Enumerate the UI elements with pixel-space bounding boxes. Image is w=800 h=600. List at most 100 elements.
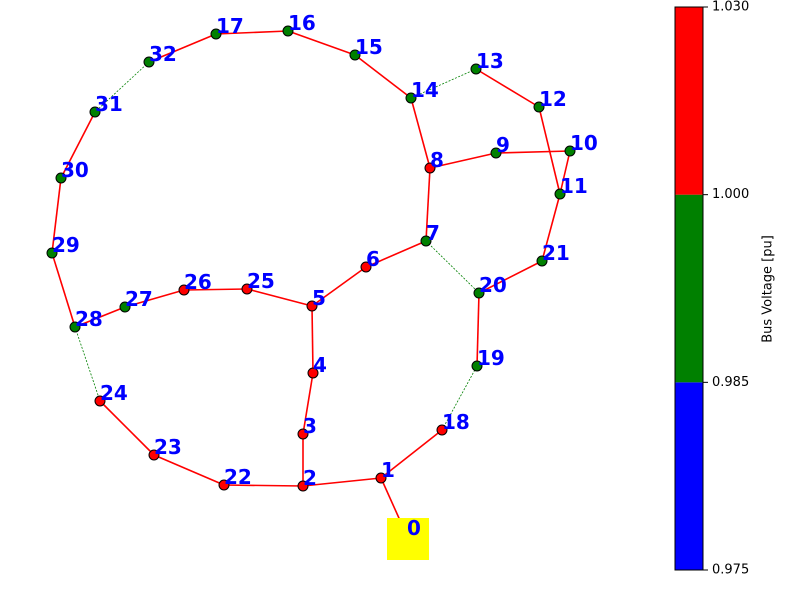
bus-label-10: 10	[570, 131, 598, 155]
bus-node-7	[420, 235, 432, 247]
bus-label-27: 27	[125, 287, 153, 311]
bus-label-15: 15	[355, 35, 383, 59]
edge-5-6	[311, 266, 367, 307]
bus-node-5	[306, 300, 318, 312]
bus-label-2: 2	[303, 466, 317, 490]
edge-31-30	[60, 111, 96, 179]
edge-19-20	[476, 292, 480, 367]
bus-node-24	[94, 395, 106, 407]
bus-label-32: 32	[149, 42, 177, 66]
bus-label-21: 21	[542, 241, 570, 265]
edge-17-32	[148, 33, 217, 63]
bus-node-10	[564, 145, 576, 157]
bus-label-22: 22	[224, 465, 252, 489]
bus-node-30	[55, 172, 67, 184]
bus-label-17: 17	[216, 14, 244, 38]
edge-23-22	[153, 454, 225, 486]
bus-node-21	[536, 255, 548, 267]
bus-node-4	[307, 367, 319, 379]
bus-label-8: 8	[430, 148, 444, 172]
edge-6-7	[365, 240, 427, 268]
bus-node-15	[349, 49, 361, 61]
edge-7-8	[425, 167, 431, 242]
bus-node-31	[89, 106, 101, 118]
bus-node-22	[218, 479, 230, 491]
edge-10-11	[559, 150, 571, 195]
bus-label-25: 25	[247, 269, 275, 293]
edge-32-31	[94, 61, 150, 113]
edge-14-15	[354, 54, 412, 99]
colorbar-tick-label-3: 1.030	[712, 0, 749, 15]
bus-node-3	[297, 428, 309, 440]
bus-node-17	[210, 28, 222, 40]
nodes-layer	[46, 25, 576, 492]
bus-node-26	[178, 284, 190, 296]
edge-28-24	[74, 326, 101, 402]
edge-28-27	[74, 306, 126, 328]
edge-14-8	[410, 97, 431, 169]
bus-node-6	[360, 261, 372, 273]
bus-label-24: 24	[100, 381, 128, 405]
bus-label-3: 3	[303, 414, 317, 438]
bus-label-11: 11	[560, 174, 588, 198]
colorbar-tick-label-0: 0.975	[712, 563, 749, 578]
bus-node-12	[533, 101, 545, 113]
bus-node-2	[297, 480, 309, 492]
colorbar-band-0	[675, 382, 703, 570]
bus-label-30: 30	[61, 158, 89, 182]
edge-13-14	[410, 68, 477, 99]
edges-layer	[51, 30, 571, 537]
bus-label-1: 1	[381, 458, 395, 482]
colorbar-frame	[674, 6, 704, 571]
bus-label-7: 7	[426, 221, 440, 245]
bus-label-9: 9	[496, 133, 510, 157]
edge-16-17	[215, 30, 289, 35]
bus-node-27	[119, 301, 131, 313]
bus-label-14: 14	[411, 78, 439, 102]
bus-label-18: 18	[442, 410, 470, 434]
edge-20-21	[478, 260, 543, 294]
bus-node-29	[46, 247, 58, 259]
source-layer	[387, 518, 429, 560]
bus-label-13: 13	[476, 49, 504, 73]
bus-label-26: 26	[184, 270, 212, 294]
edge-24-23	[99, 400, 155, 456]
bus-label-20: 20	[479, 273, 507, 297]
bus-label-0: 0	[407, 516, 421, 540]
colorbar-band-1	[675, 194, 703, 383]
edge-15-16	[287, 30, 356, 56]
edge-4-5	[311, 305, 314, 374]
edge-21-11	[541, 193, 561, 262]
bus-node-28	[69, 321, 81, 333]
bus-node-20	[473, 287, 485, 299]
bus-node-13	[470, 63, 482, 75]
edge-27-26	[124, 289, 185, 308]
colorbar-tick-label-1: 0.985	[712, 375, 749, 390]
bus-label-28: 28	[75, 307, 103, 331]
bus-label-29: 29	[52, 233, 80, 257]
colorbar-bands	[675, 7, 703, 570]
bus-node-8	[424, 162, 436, 174]
edge-9-10	[495, 150, 571, 154]
bus-label-12: 12	[539, 87, 567, 111]
bus-node-11	[554, 188, 566, 200]
bus-label-19: 19	[477, 346, 505, 370]
source-bus-highlight	[387, 518, 429, 560]
bus-label-4: 4	[313, 353, 327, 377]
bus-label-16: 16	[288, 11, 316, 35]
bus-label-5: 5	[312, 286, 326, 310]
edge-22-2	[223, 484, 304, 487]
bus-node-16	[282, 25, 294, 37]
colorbar-band-2	[675, 7, 703, 195]
edge-25-5	[246, 288, 313, 307]
bus-node-32	[143, 56, 155, 68]
edge-1-2	[302, 477, 382, 487]
edge-1-18	[380, 429, 443, 479]
colorbar-title: Bus Voltage [pu]	[761, 235, 776, 343]
bus-node-23	[148, 449, 160, 461]
edge-26-25	[183, 288, 248, 291]
